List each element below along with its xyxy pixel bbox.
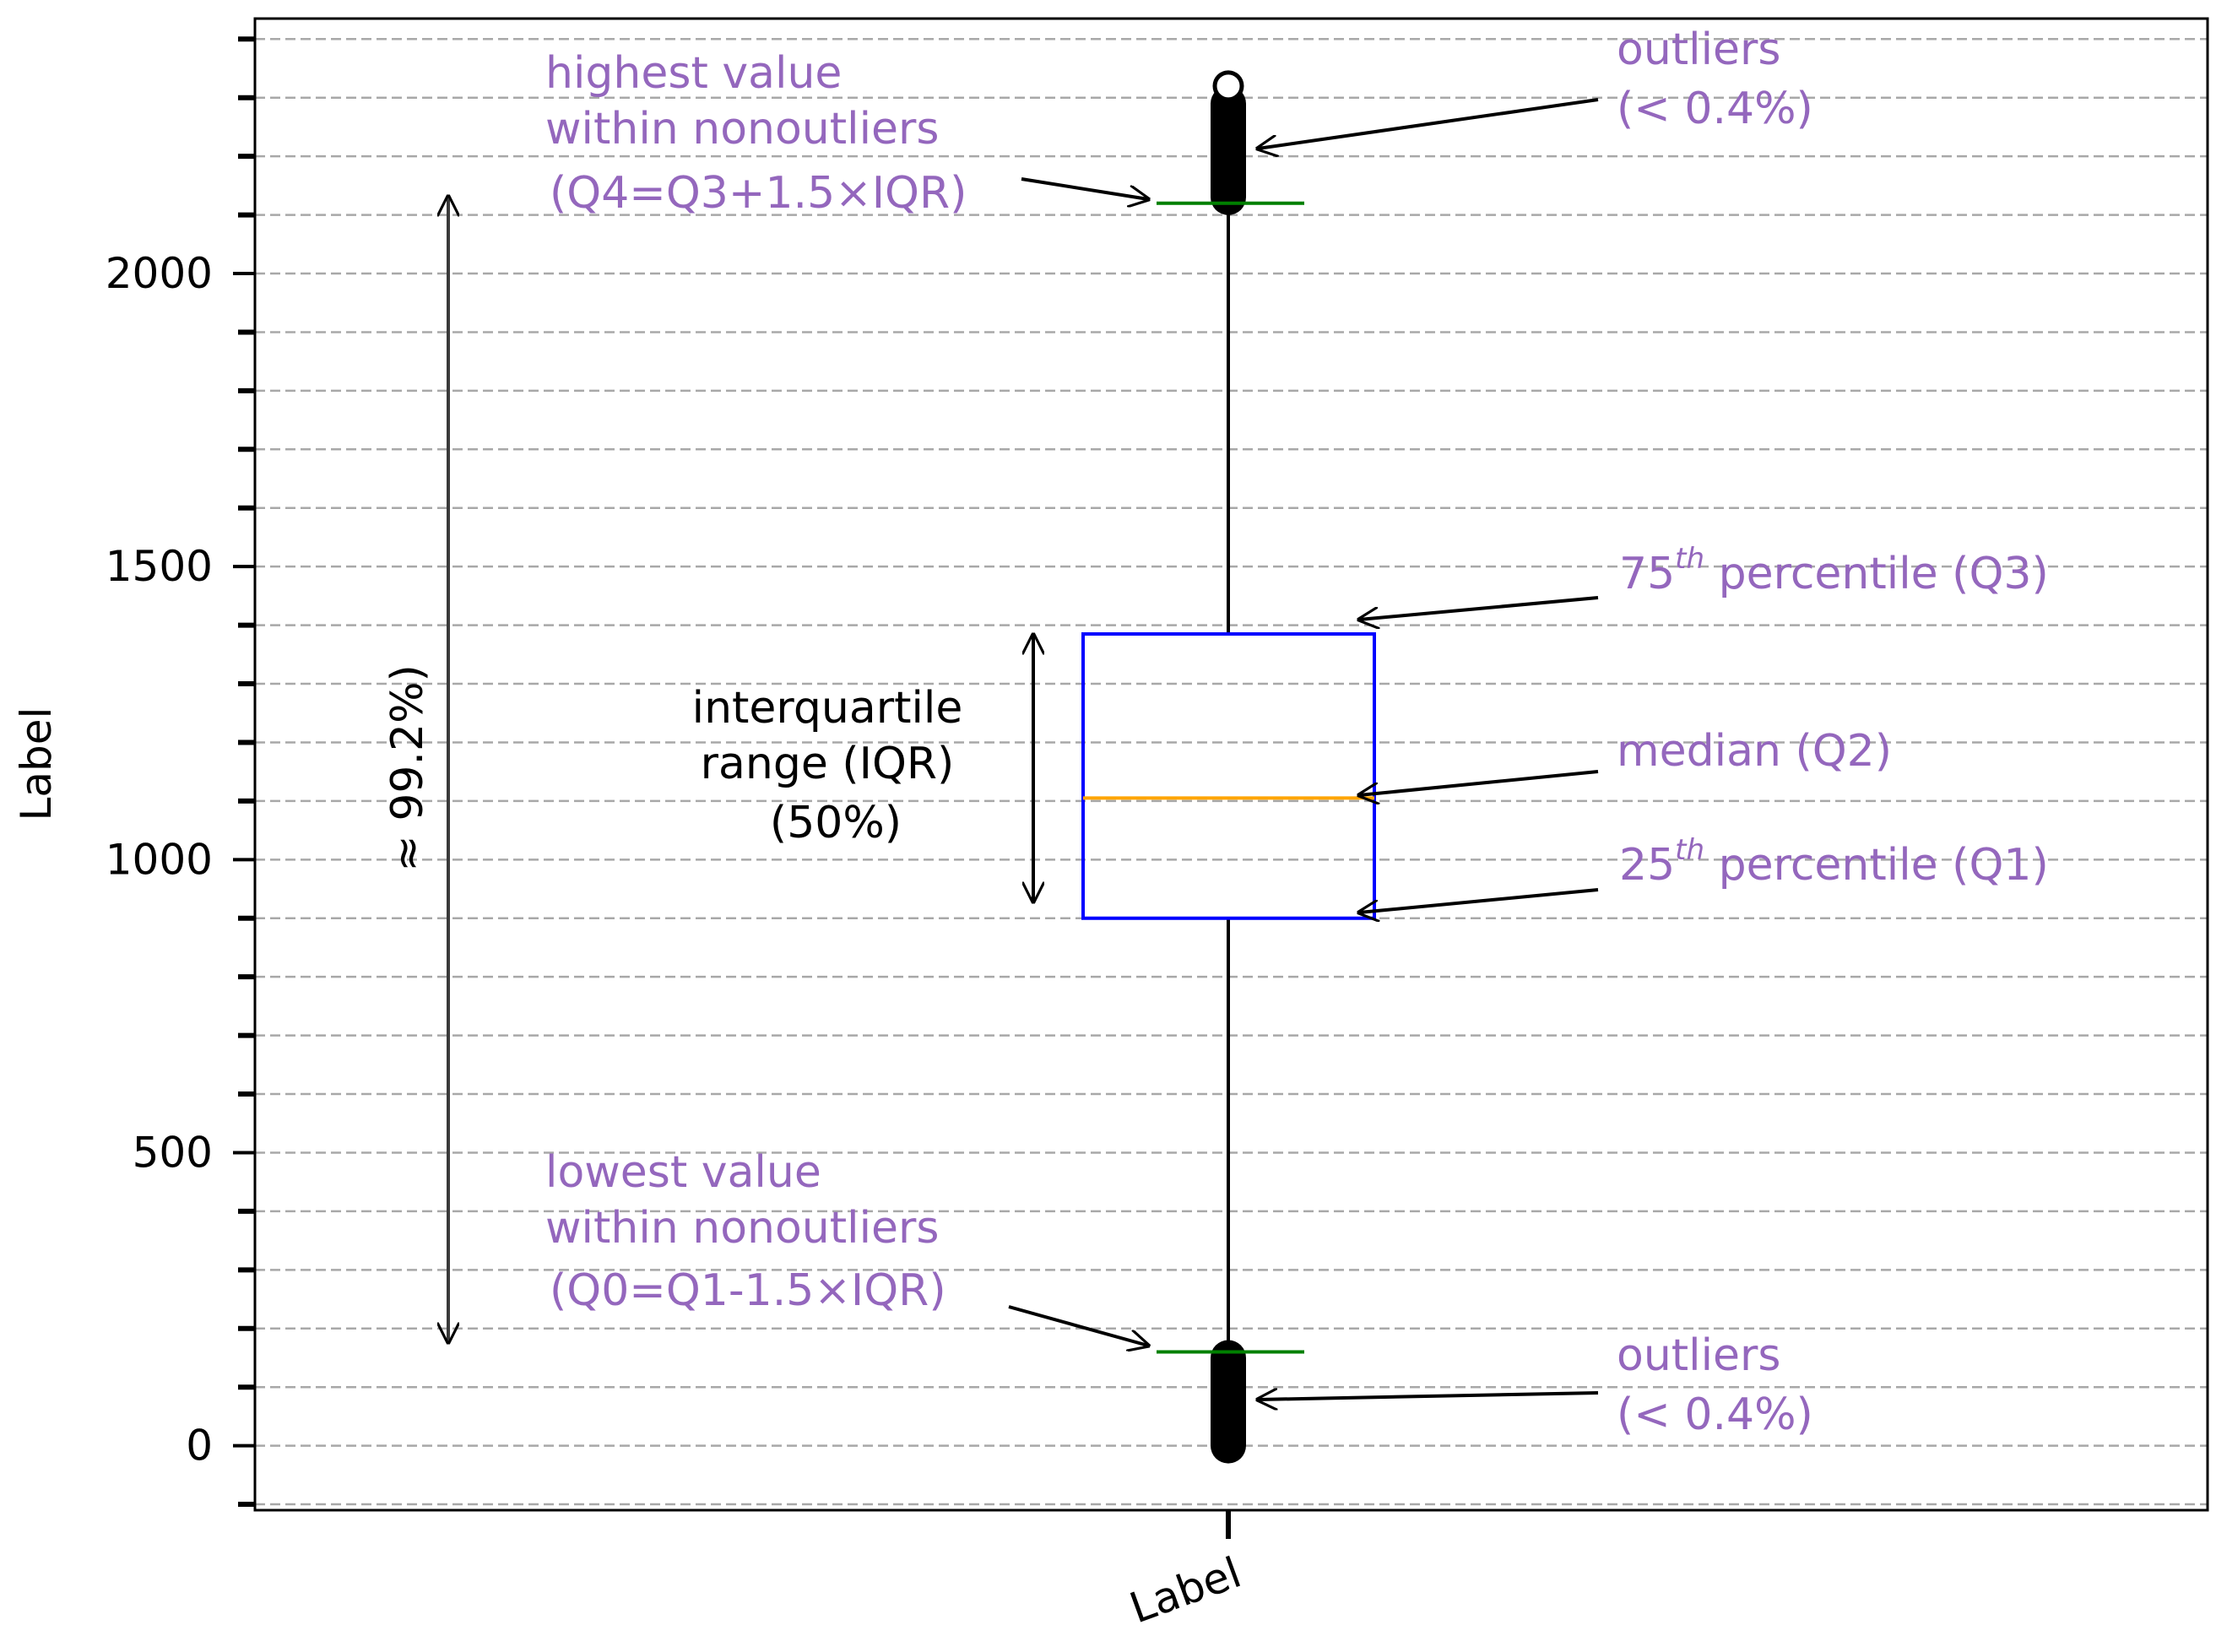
median-annotation: median (Q2) [1617,726,1892,777]
outliers-top-label: outliers [1617,24,1781,75]
iqr-annotation-line-1: interquartile [692,683,963,734]
q3-annotation-rest: percentile (Q3) [1704,549,2049,599]
q1-annotation-sup: th [1675,833,1704,867]
arrow-to-median [1359,770,1599,795]
outliers-top-percent: (< 0.4%) [1617,84,1813,134]
y-tick-label: 500 [133,1128,213,1177]
highest-annotation-line-1: highest value [545,48,842,99]
y-tick-label: 1000 [106,835,213,884]
q3-annotation: 75th percentile (Q3) [1619,542,2049,599]
y-tick-label: 1500 [106,542,213,591]
annotations: highest value within nonoutliers (Q4=Q3+… [382,24,2049,1440]
arrow-to-q3 [1359,596,1599,620]
plot-area-frame [253,17,2209,1512]
box-plot [1081,70,1376,1464]
lowest-annotation-line-1: lowest value [545,1147,821,1198]
iqr-annotation-line-2: range (IQR) [701,739,955,789]
q1-annotation: 25th percentile (Q1) [1619,833,2049,891]
y-tick-label: 0 [186,1422,213,1471]
highest-annotation-line-2: within nonoutliers [545,104,940,154]
lowest-annotation-line-3: (Q0=Q1-1.5×IQR) [550,1265,946,1316]
iqr-annotation-line-3: (50%) [770,798,902,848]
y-axis-ticks: 0 500 1000 1500 2000 [106,36,255,1508]
q1-annotation-rest: percentile (Q1) [1704,840,2049,891]
q3-annotation-number: 75 [1619,549,1675,599]
grid-lines [255,38,2208,1506]
arrow-to-q0 [1008,1305,1148,1346]
annotation-arrows [448,98,1599,1400]
x-axis-tick-label: Label [1124,1548,1248,1633]
arrow-to-q4 [1021,177,1148,199]
q3-annotation-sup: th [1675,542,1704,576]
iqr-box [1081,632,1376,920]
outliers-bottom-percent: (< 0.4%) [1617,1389,1813,1440]
arrow-to-upper-outliers [1258,98,1599,149]
highest-annotation-line-3: (Q4=Q3+1.5×IQR) [550,168,967,219]
arrow-to-q1 [1359,888,1599,913]
max-outlier-point [1212,70,1244,102]
q1-annotation-number: 25 [1619,840,1675,891]
span-annotation: ≈ 99.2%) [382,664,433,872]
arrow-to-lower-outliers [1258,1393,1599,1400]
outliers-bottom-label: outliers [1617,1330,1781,1381]
y-axis-title: Label [12,707,61,821]
lowest-annotation-line-2: within nonoutliers [545,1203,940,1254]
y-tick-label: 2000 [106,249,213,298]
